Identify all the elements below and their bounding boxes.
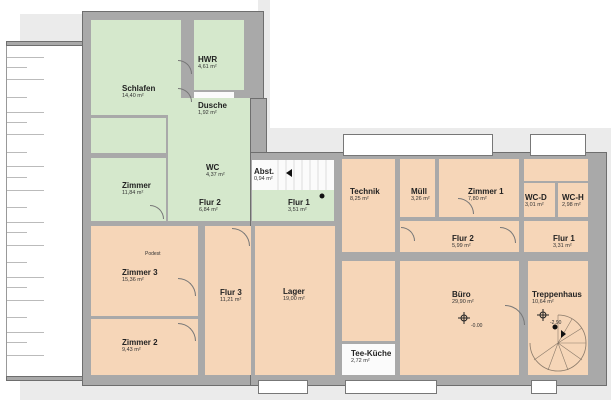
room-technik[interactable] [342, 159, 395, 252]
label-teekueche: Tee-Küche 2,72 m² [351, 349, 392, 364]
label-flur1-right: Flur 1 3,31 m² [553, 234, 575, 249]
outer-wall [250, 98, 267, 158]
label-technik: Technik 8,25 m² [350, 187, 380, 202]
label-buero: Büro 29,90 m² [452, 290, 474, 305]
terrace [6, 42, 84, 380]
bay-top-right [530, 134, 586, 156]
bay-bottom-kueche [345, 380, 437, 394]
room-corridor [342, 261, 395, 341]
room-zimmer1[interactable] [439, 159, 519, 217]
label-muell: Müll 3,26 m² [411, 187, 430, 202]
room-wc-vestibule [524, 159, 588, 181]
label-podest: Podest [145, 251, 161, 257]
label-wch: WC-H 2,98 m² [562, 193, 584, 208]
label-treppenhaus-level: -2.90 [550, 320, 562, 326]
room-flur2-right[interactable] [400, 221, 519, 252]
label-zimmer1: Zimmer 1 7,80 m² [468, 187, 504, 202]
label-flur3: Flur 3 11,21 m² [220, 288, 242, 303]
room-flur3[interactable] [205, 226, 251, 375]
label-dusche: Dusche 1,92 m² [198, 101, 227, 116]
room-muell[interactable] [400, 159, 435, 217]
room-stub [91, 118, 166, 153]
bay-bottom-treppe [531, 380, 557, 394]
straight-stair-icon [277, 160, 327, 199]
room-zimmer3[interactable] [91, 226, 198, 316]
label-zimmer3: Zimmer 3 15,36 m² [122, 268, 158, 283]
room-wch[interactable] [558, 183, 588, 217]
spiral-stair-icon [529, 314, 587, 372]
room-lager[interactable] [255, 226, 335, 375]
label-wc: WC 4,37 m² [206, 163, 225, 178]
room-flur2-left[interactable] [168, 98, 250, 221]
room-abst[interactable] [252, 160, 334, 190]
label-zimmer2: Zimmer 2 9,43 m² [122, 338, 158, 353]
label-treppenhaus: Treppenhaus 10,64 m² [532, 290, 582, 305]
room-flur1-right[interactable] [524, 221, 588, 252]
label-hwr: HWR 4,61 m² [198, 55, 218, 70]
label-schlafen: Schlafen 14,40 m² [122, 84, 156, 99]
label-buero-level: -0.00 [471, 323, 483, 329]
bay-bottom-lager [258, 380, 308, 394]
room-teekueche[interactable] [342, 344, 395, 375]
room-hwr[interactable] [194, 20, 244, 90]
terrace-bottom-wall [6, 376, 86, 381]
label-zimmer: Zimmer 11,84 m² [122, 181, 151, 196]
room-schlafen[interactable] [91, 20, 181, 115]
label-flur1-left: Flur 1 3,51 m² [288, 198, 310, 213]
level-marker-icon [537, 309, 549, 321]
bay-top-left [343, 134, 493, 156]
label-flur2-right: Flur 2 5,99 m² [452, 234, 474, 249]
label-abst: Abst. 0,94 m² [254, 167, 274, 182]
label-flur2-left: Flur 2 6,84 m² [199, 198, 221, 213]
label-wcd: WC-D 3,01 m² [525, 193, 547, 208]
terrace-top-wall [6, 41, 86, 46]
label-lager: Lager 19,00 m² [283, 287, 305, 302]
room-wcd[interactable] [524, 183, 555, 217]
level-marker-icon [458, 312, 470, 324]
